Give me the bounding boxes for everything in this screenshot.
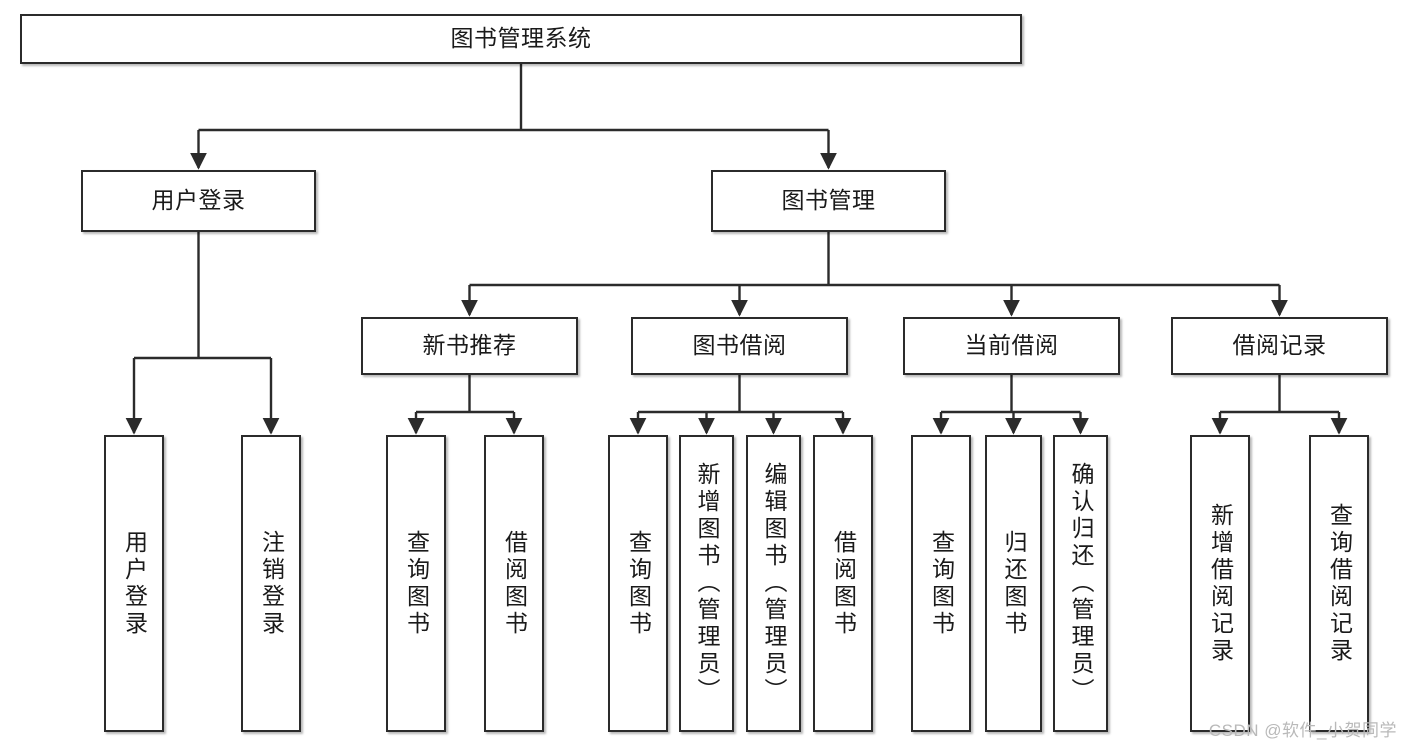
node-l-bb-edit[interactable]: 编辑图书（管理员） — [746, 435, 801, 732]
node-l-rc-add[interactable]: 新增借阅记录 — [1190, 435, 1250, 732]
node-label: 查询图书 — [403, 529, 430, 638]
node-label: 借阅图书 — [830, 529, 857, 638]
node-l-cb-confirm[interactable]: 确认归还（管理员） — [1053, 435, 1108, 732]
node-l-cb-query[interactable]: 查询图书 — [911, 435, 971, 732]
node-label: 借阅图书 — [501, 529, 528, 638]
node-label: 用户登录 — [151, 187, 246, 214]
watermark-text: CSDN @软件_小贺同学 — [1208, 721, 1397, 740]
node-l-cb-return[interactable]: 归还图书 — [985, 435, 1042, 732]
node-n-login[interactable]: 用户登录 — [81, 170, 316, 232]
node-l-userlogin[interactable]: 用户登录 — [104, 435, 164, 732]
node-label: 编辑图书（管理员） — [761, 462, 787, 705]
node-l-nb-borrow[interactable]: 借阅图书 — [484, 435, 544, 732]
node-label: 新增借阅记录 — [1207, 502, 1234, 665]
node-label: 确认归还（管理员） — [1068, 462, 1094, 705]
node-n-bookmgmt[interactable]: 图书管理 — [711, 170, 946, 232]
node-label: 查询借阅记录 — [1326, 502, 1353, 665]
node-label: 查询图书 — [625, 529, 652, 638]
node-l-nb-query[interactable]: 查询图书 — [386, 435, 446, 732]
node-label: 图书借阅 — [692, 332, 787, 359]
node-label: 新书推荐 — [422, 332, 517, 359]
node-label: 用户登录 — [121, 529, 148, 638]
node-label: 图书管理系统 — [450, 25, 592, 52]
node-n-newbook[interactable]: 新书推荐 — [361, 317, 578, 375]
node-label: 查询图书 — [928, 529, 955, 638]
node-root[interactable]: 图书管理系统 — [20, 14, 1022, 64]
node-label: 归还图书 — [1001, 529, 1027, 638]
node-n-borrow[interactable]: 图书借阅 — [631, 317, 848, 375]
node-l-bb-add[interactable]: 新增图书（管理员） — [679, 435, 734, 732]
node-l-bb-query[interactable]: 查询图书 — [608, 435, 668, 732]
node-label: 注销登录 — [258, 529, 285, 638]
node-l-rc-query[interactable]: 查询借阅记录 — [1309, 435, 1369, 732]
node-n-record[interactable]: 借阅记录 — [1171, 317, 1388, 375]
node-label: 当前借阅 — [964, 332, 1059, 359]
node-l-bb-borrow[interactable]: 借阅图书 — [813, 435, 873, 732]
node-label: 图书管理 — [781, 187, 876, 214]
node-l-logout[interactable]: 注销登录 — [241, 435, 301, 732]
node-n-current[interactable]: 当前借阅 — [903, 317, 1120, 375]
node-label: 新增图书（管理员） — [694, 462, 720, 705]
node-label: 借阅记录 — [1232, 332, 1327, 359]
